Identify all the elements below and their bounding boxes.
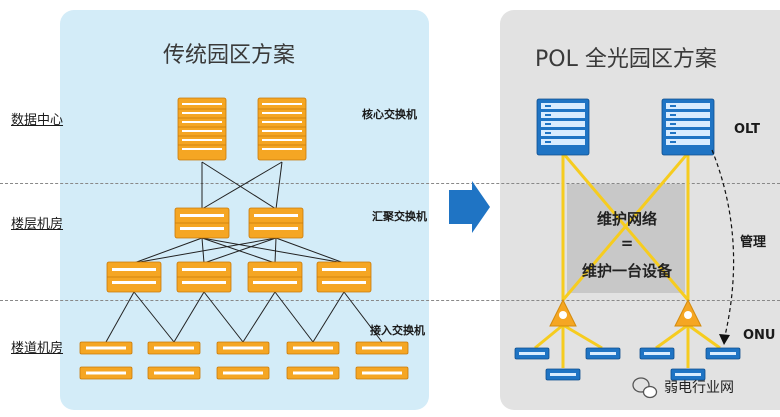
olt-label: OLT — [734, 122, 761, 137]
row-label-floor: 楼层机房 — [11, 217, 64, 232]
onu-label: ONU — [743, 328, 776, 343]
aggregation-access-links — [133, 237, 345, 264]
center-text-line1: 维护网络 — [596, 210, 657, 228]
aggregation-switch-2 — [248, 207, 304, 239]
management-arrowhead-icon — [719, 334, 730, 345]
divider-datacenter-floor — [0, 183, 780, 184]
corridor-switches — [79, 341, 409, 380]
core-switch-2 — [257, 97, 307, 161]
optical-splitter-1-icon — [549, 299, 577, 327]
tier-label-aggregation: 汇聚交换机 — [372, 210, 427, 223]
center-text-equals: = — [620, 234, 634, 252]
watermark-text: 弱电行业网 — [664, 380, 734, 396]
wechat-icon — [632, 377, 658, 399]
onu-5 — [705, 347, 741, 360]
row-label-corridor: 楼道机房 — [11, 341, 64, 356]
access-corridor-links — [105, 291, 383, 343]
olt-device-1 — [536, 98, 590, 156]
transition-arrow-icon — [449, 181, 490, 233]
aggregation-switch-1 — [174, 207, 230, 239]
divider-floor-corridor — [0, 300, 780, 301]
center-text-line2: 维护一台设备 — [581, 262, 672, 280]
traditional-title: 传统园区方案 — [163, 43, 296, 68]
access-switch-1 — [106, 261, 162, 293]
row-label-datacenter: 数据中心 — [11, 113, 64, 128]
tier-label-access: 接入交换机 — [370, 324, 425, 337]
management-arrow — [711, 149, 735, 341]
olt-device-2 — [661, 98, 715, 156]
fiber-links — [534, 152, 721, 368]
tier-label-core: 核心交换机 — [362, 108, 417, 121]
onu-4 — [639, 347, 675, 360]
pol-title: POL 全光园区方案 — [535, 47, 717, 72]
onu-2 — [585, 347, 621, 360]
access-switch-3 — [247, 261, 303, 293]
core-switch-1 — [177, 97, 227, 161]
optical-splitter-2-icon — [674, 299, 702, 327]
access-switch-4 — [316, 261, 372, 293]
onu-3 — [545, 368, 581, 381]
access-switch-2 — [176, 261, 232, 293]
core-aggregation-links — [201, 161, 283, 210]
onu-1 — [514, 347, 550, 360]
management-label: 管理 — [740, 235, 767, 250]
